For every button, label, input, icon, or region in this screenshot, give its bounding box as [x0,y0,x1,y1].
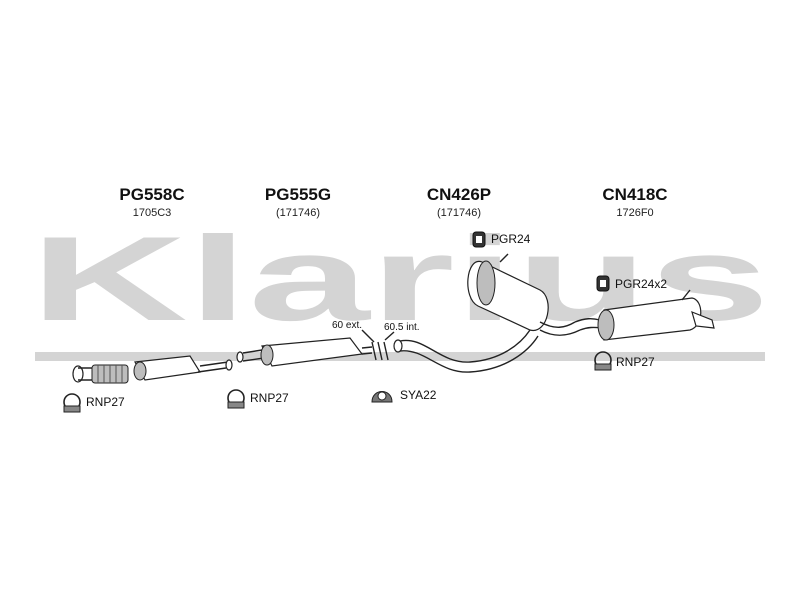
mount-label-2: PGR24x2 [615,277,667,291]
watermark-logo: Klarius [30,212,770,361]
clamp-label-1: RNP27 [86,395,125,409]
centre-silencer-end [476,260,496,306]
mid-silencer-end [260,344,274,366]
part-code-4: CN418C [602,185,667,204]
front-outlet-flange [225,359,233,371]
centre-rear-pipe-2 [539,329,581,336]
int-leader-line [384,331,395,341]
rear-tailpipe [691,310,715,329]
clamp-icon [594,351,612,371]
sealing-ring-icon [371,391,393,403]
clamp-label-3: RNP27 [616,355,655,369]
part-code-1: PG558C [119,185,184,204]
joint-hatch [371,341,389,361]
sealing-ring-label: SYA22 [400,388,437,402]
rear-section-drawing [574,289,715,341]
front-silencer-end [133,361,147,381]
front-outlet-pipe [197,361,229,373]
dim-ext-label: 60 ext. [332,320,362,331]
part-code-2: PG555G [265,185,331,204]
centre-rear-pipe [539,321,576,328]
centre-section-drawing [393,253,581,373]
mid-inlet-pipe [242,349,265,362]
mid-inlet-flange [236,351,244,363]
front-section-drawing [72,355,233,384]
part-ref-4: 1726F0 [616,207,653,219]
clamp-label-2: RNP27 [250,391,289,405]
part-code-3: CN426P [427,185,491,204]
part-ref-2: (171746) [276,207,320,219]
rear-silencer-end [597,309,615,341]
part-ref-1: 1705C3 [133,207,172,219]
rubber-mount-icon [472,231,486,248]
joint-dimension [361,329,395,361]
clamp-icon [63,393,81,413]
watermark-underline [35,352,765,361]
front-pipe-flange [72,365,84,383]
clamp-icon [227,389,245,409]
centre-inlet-flange [393,339,403,353]
part-ref-3: (171746) [437,207,481,219]
rubber-mount-icon [596,275,610,292]
ext-leader-line [361,329,375,343]
rear-hanger [681,289,691,301]
intermediate-section-drawing [236,337,373,367]
front-pipe-inlet [78,367,92,381]
mount-label-1: PGR24 [491,232,531,246]
centre-pipe-lower [399,335,539,373]
flex-pipe-corrugation [97,365,123,383]
dim-int-label: 60.5 int. [384,322,420,333]
centre-hanger [499,253,509,263]
centre-pipe-upper [399,329,531,363]
mid-outlet-pipe [361,346,373,355]
